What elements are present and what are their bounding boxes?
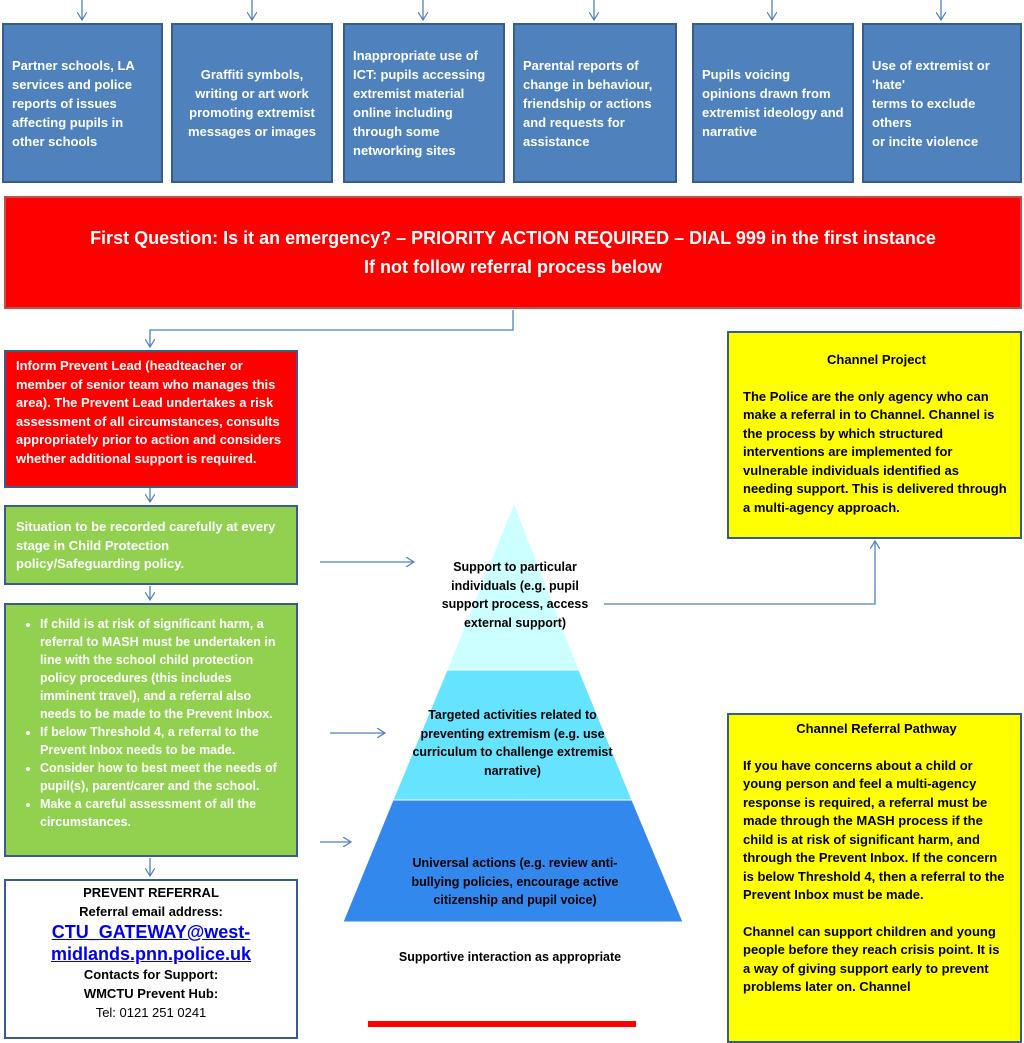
referral-title: PREVENT REFERRAL bbox=[83, 885, 219, 900]
arrow-emergency-to-inform bbox=[150, 310, 514, 347]
indicator-box-4: Parental reports of change in behaviour,… bbox=[513, 23, 677, 183]
emergency-followup: If not follow referral process below bbox=[363, 256, 663, 277]
guidance-item: If below Threshold 4, a referral to the … bbox=[40, 723, 288, 759]
indicator-box-1: Partner schools, LA services and police … bbox=[2, 23, 163, 183]
guidance-item: If child is at risk of significant harm,… bbox=[40, 615, 288, 723]
record-situation-box: Situation to be recorded carefully at ev… bbox=[4, 505, 298, 585]
indicator-box-6: Use of extremist or 'hate' terms to excl… bbox=[862, 23, 1022, 183]
prevent-hub-label: WMCTU Prevent Hub: bbox=[83, 986, 219, 1001]
channel-project-body: The Police are the only agency who can m… bbox=[743, 388, 1007, 515]
bottom-red-box-edge bbox=[368, 1021, 636, 1027]
prevent-hub-phone: Tel: 0121 251 0241 bbox=[95, 1005, 207, 1020]
pyramid-bottom-label: Universal actions (e.g. review anti-bull… bbox=[411, 856, 619, 907]
pyramid-middle-label: Targeted activities related to preventin… bbox=[412, 708, 613, 778]
emergency-banner: First Question: Is it an emergency? – PR… bbox=[4, 196, 1022, 309]
referral-guidance-box: If child is at risk of significant harm,… bbox=[4, 603, 298, 857]
arrow-pyramid-to-channel bbox=[604, 541, 875, 605]
emergency-question: First Question: Is it an emergency? – PR… bbox=[90, 227, 936, 248]
referral-email-label: Referral email address: bbox=[79, 904, 223, 919]
supportive-interaction-label: Supportive interaction as appropriate bbox=[398, 950, 622, 964]
channel-pathway-title: Channel Referral Pathway bbox=[796, 721, 957, 736]
inform-prevent-lead-box: Inform Prevent Lead (headteacher or memb… bbox=[4, 350, 298, 488]
channel-pathway-box: Channel Referral Pathway If you have con… bbox=[727, 713, 1022, 1043]
channel-pathway-para1: If you have concerns about a child or yo… bbox=[743, 757, 1005, 903]
indicator-box-5: Pupils voicing opinions drawn from extre… bbox=[692, 23, 854, 183]
pyramid-top-label: Support to particular individuals (e.g. … bbox=[441, 560, 589, 630]
guidance-item: Consider how to best meet the needs of p… bbox=[40, 759, 288, 795]
guidance-item: Make a careful assessment of all the cir… bbox=[40, 795, 288, 831]
channel-project-title: Channel Project bbox=[827, 352, 926, 367]
channel-project-box: Channel Project The Police are the only … bbox=[727, 331, 1022, 539]
pyramid-tier-universal-actions bbox=[342, 799, 684, 923]
channel-pathway-para2: Channel can support children and young p… bbox=[743, 923, 1000, 995]
indicator-box-3: Inappropriate use of ICT: pupils accessi… bbox=[343, 23, 505, 183]
guidance-list: If child is at risk of significant harm,… bbox=[10, 615, 288, 831]
prevent-referral-box: PREVENT REFERRAL Referral email address:… bbox=[4, 879, 298, 1039]
referral-email-link[interactable]: CTU_GATEWAY@west-midlands.pnn.police.uk bbox=[50, 922, 252, 964]
contacts-label: Contacts for Support: bbox=[83, 967, 219, 982]
indicator-box-2: Graffiti symbols, writing or art work pr… bbox=[171, 23, 333, 183]
